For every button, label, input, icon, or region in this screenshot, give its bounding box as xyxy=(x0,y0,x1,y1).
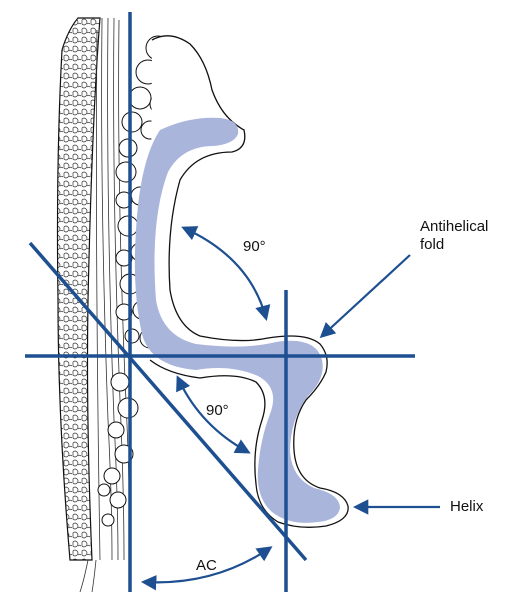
antihelical-label-line2: fold xyxy=(420,236,488,254)
lower-angle-label: 90° xyxy=(206,402,229,420)
helix-label: Helix xyxy=(450,498,483,516)
upper-angle-label: 90° xyxy=(243,238,266,256)
ac-angle-label: AC xyxy=(196,557,217,575)
skull-bone xyxy=(58,18,101,560)
antihelical-fold-label: Antihelical fold xyxy=(420,218,488,254)
antihelical-pointer-arrow xyxy=(322,255,410,336)
antihelical-label-line1: Antihelical xyxy=(420,218,488,236)
